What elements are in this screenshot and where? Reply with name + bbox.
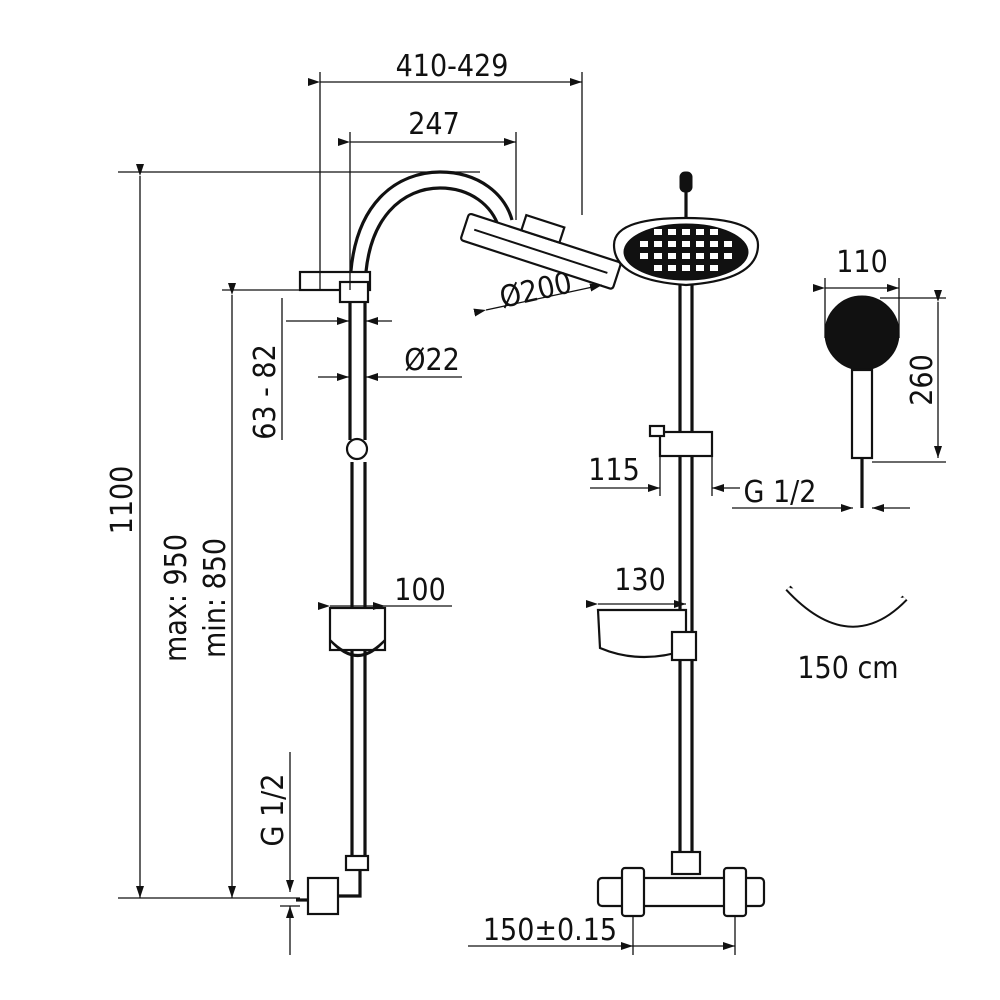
nozzle	[682, 241, 690, 247]
dim-soap-dish-right: 130	[614, 563, 666, 598]
nozzle	[724, 253, 732, 259]
dim-hose-thread: G 1/2	[744, 475, 817, 510]
nozzle	[696, 241, 704, 247]
dim-bar-max: max: 950	[159, 534, 194, 662]
front-view	[596, 171, 766, 918]
hand-shower	[824, 295, 900, 508]
dim-arm-reach: 247	[408, 107, 460, 142]
nozzle	[654, 241, 662, 247]
nozzle	[696, 229, 704, 235]
nozzle	[654, 229, 662, 235]
dim-width-range: 410-429	[396, 49, 509, 84]
dim-hand-shower-length: 260	[905, 354, 940, 406]
nozzle	[682, 265, 690, 271]
dim-center-distance: 150±0.15	[483, 913, 617, 948]
dim-hand-shower-width: 110	[836, 245, 888, 280]
dim-head-diameter: Ø200	[496, 266, 575, 316]
nozzle	[710, 265, 718, 271]
dim-total-height: 1100	[105, 466, 140, 535]
nozzle	[682, 229, 690, 235]
nozzle	[668, 265, 676, 271]
side-view-dimensions	[118, 72, 603, 955]
nozzle	[710, 241, 718, 247]
nozzle	[654, 253, 662, 259]
nozzle	[710, 253, 718, 259]
nozzle-pattern	[640, 229, 732, 271]
dim-inlet-thread-left: G 1/2	[256, 774, 291, 847]
dim-soap-dish-left: 100	[394, 573, 446, 608]
dim-pipe-diameter: Ø22	[404, 343, 460, 378]
side-view	[296, 170, 622, 916]
nozzle	[696, 265, 704, 271]
nozzle	[668, 253, 676, 259]
nozzle	[696, 253, 704, 259]
nozzle	[668, 241, 676, 247]
dim-bracket-range: 63 - 82	[248, 344, 283, 440]
nozzle	[724, 241, 732, 247]
dim-hose-length: 150 cm	[797, 651, 898, 686]
nozzle	[710, 229, 718, 235]
nozzle	[668, 229, 676, 235]
nozzle	[640, 253, 648, 259]
dim-bar-min: min: 850	[198, 538, 233, 658]
dim-holder-width: 115	[588, 453, 640, 488]
nozzle	[654, 265, 662, 271]
nozzle	[640, 241, 648, 247]
nozzle	[682, 253, 690, 259]
front-view-dimensions	[468, 456, 740, 955]
hand-shower-dimensions	[732, 278, 946, 512]
